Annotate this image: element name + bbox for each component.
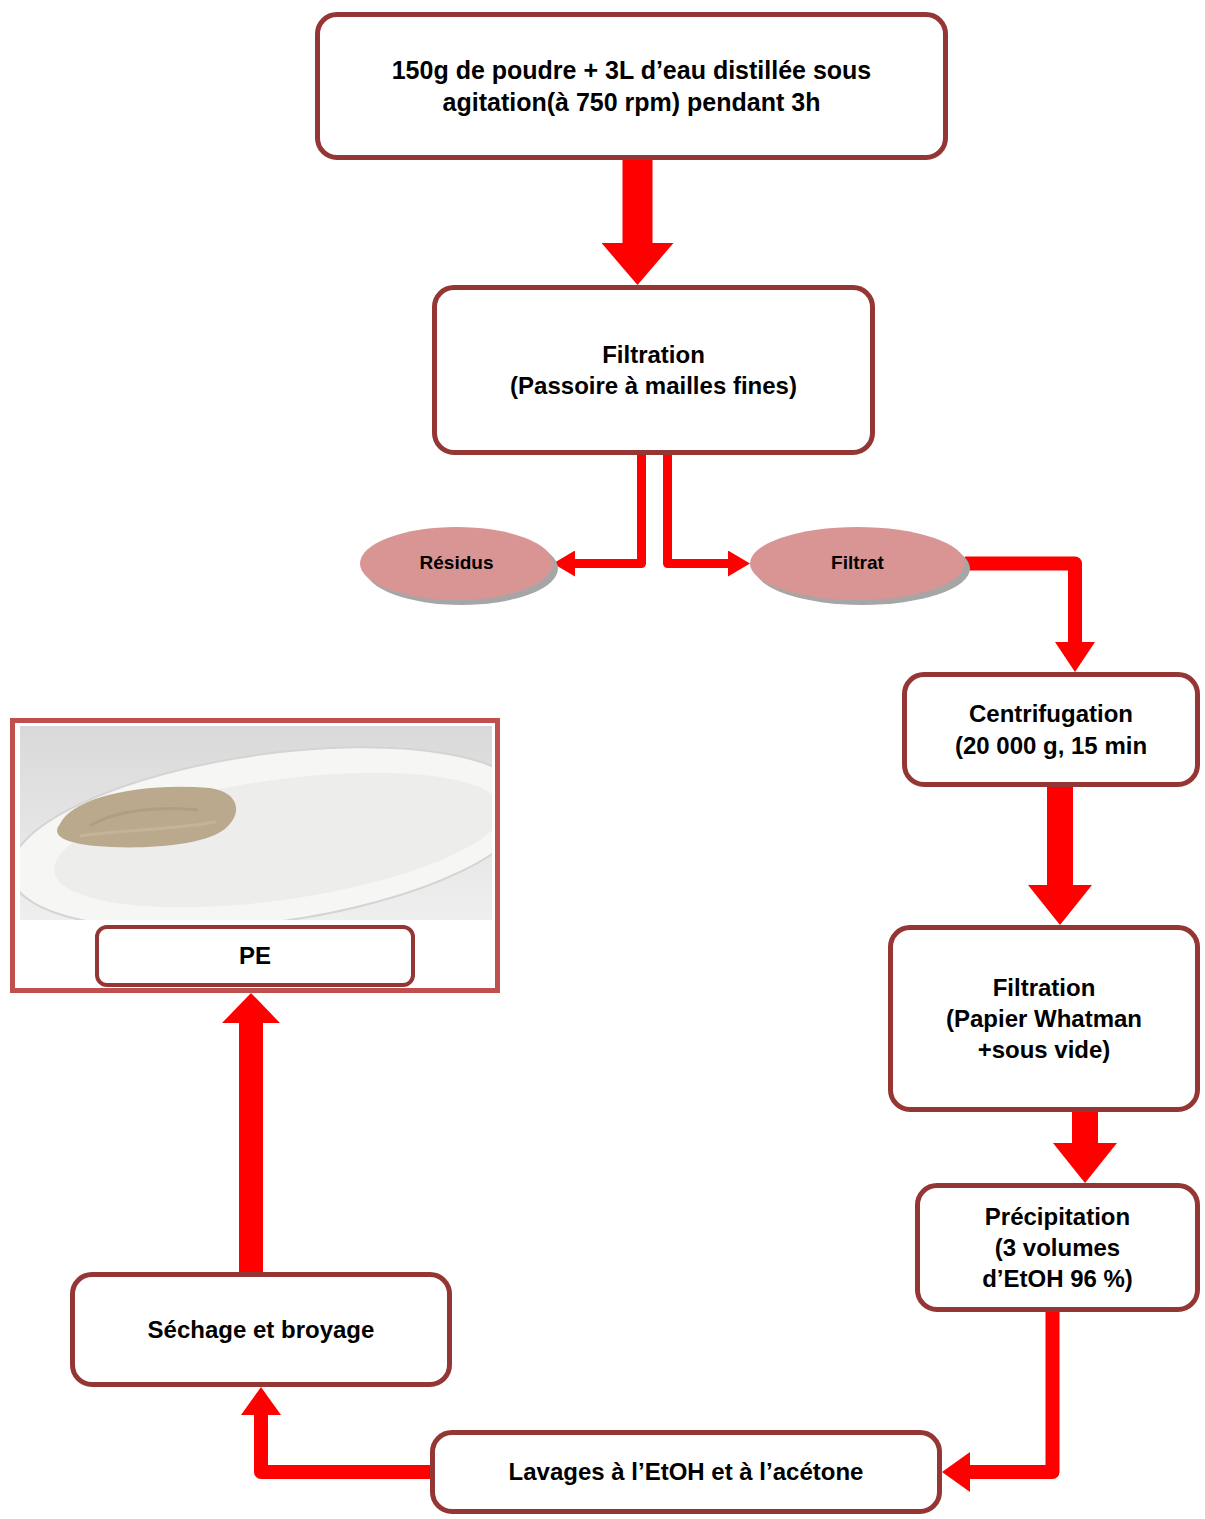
process-box: Lavages à l’EtOH et à l’acétone — [430, 1430, 942, 1514]
step-detail: (20 000 g, 15 min — [955, 730, 1147, 761]
step-text: Centrifugation — [969, 698, 1133, 729]
flow-arrow — [623, 160, 653, 243]
flow-arrow — [965, 564, 1075, 643]
step-text: 150g de poudre + 3L d’eau distillée sous… — [340, 54, 923, 119]
step-text: Filtration — [993, 972, 1096, 1003]
process-box: Centrifugation(20 000 g, 15 min — [902, 672, 1200, 787]
process-box: 150g de poudre + 3L d’eau distillée sous… — [315, 12, 948, 160]
product-label: PE — [95, 925, 415, 987]
ellipse-fill — [750, 527, 965, 600]
output-ellipse: Résidus — [360, 527, 553, 600]
flow-arrow — [668, 455, 729, 564]
step-text: Séchage et broyage — [148, 1314, 375, 1345]
flow-arrow — [970, 1312, 1053, 1472]
step-detail: (Papier Whatman +sous vide) — [933, 1003, 1155, 1065]
step-text: Filtration — [602, 339, 705, 370]
step-text: Lavages à l’EtOH et à l’acétone — [509, 1456, 864, 1487]
step-detail: (3 volumes d’EtOH 96 %) — [960, 1232, 1155, 1294]
flow-arrow — [575, 455, 642, 564]
process-box: Filtration(Papier Whatman +sous vide) — [888, 925, 1200, 1112]
flow-arrow — [1047, 787, 1073, 885]
flow-arrow — [261, 1415, 430, 1472]
product-frame: PE — [10, 718, 500, 993]
step-text: Précipitation — [985, 1201, 1130, 1232]
powder-photo — [20, 726, 492, 920]
ellipse-fill — [360, 527, 553, 600]
step-detail: (Passoire à mailles fines) — [510, 370, 797, 401]
process-box: Précipitation(3 volumes d’EtOH 96 %) — [915, 1183, 1200, 1312]
step-text: Filtrat — [831, 551, 884, 576]
flow-arrow — [1072, 1112, 1098, 1143]
step-text: Résidus — [420, 551, 494, 576]
process-box: Séchage et broyage — [70, 1272, 452, 1387]
flow-arrow — [239, 1023, 263, 1272]
process-box: Filtration(Passoire à mailles fines) — [432, 285, 875, 455]
output-ellipse: Filtrat — [750, 527, 965, 600]
